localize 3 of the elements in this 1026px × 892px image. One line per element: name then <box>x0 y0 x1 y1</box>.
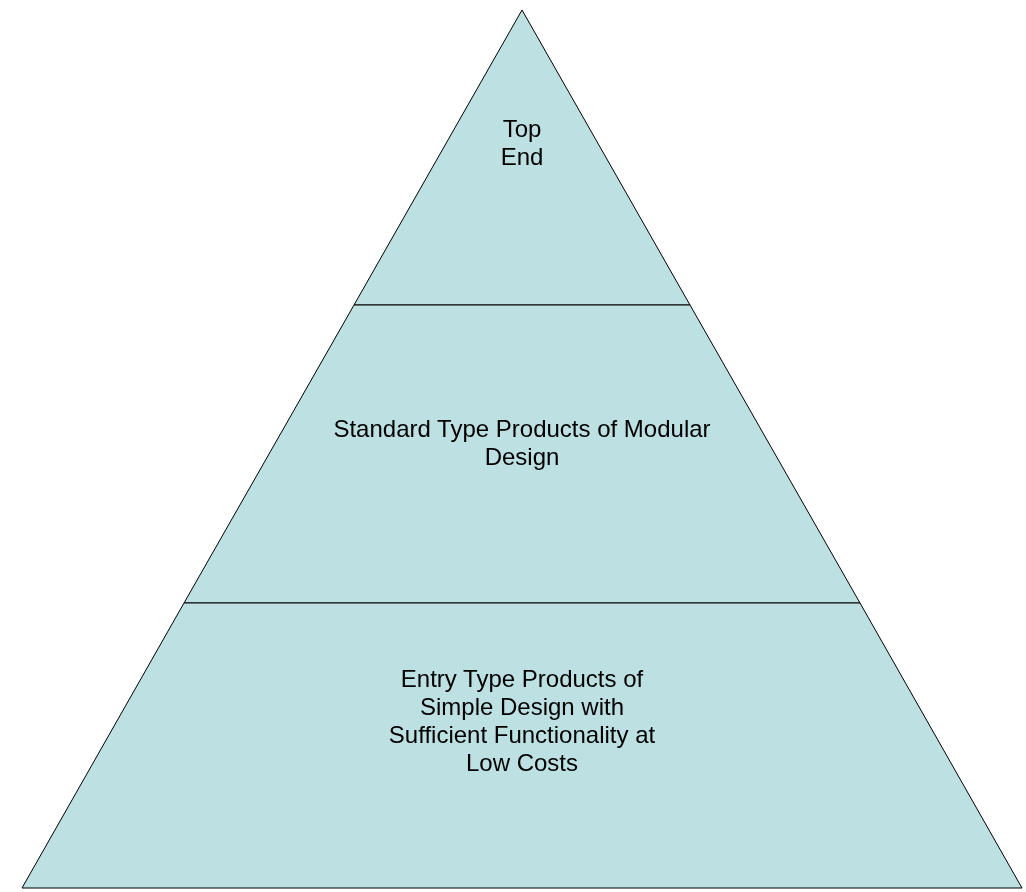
tier-label: Standard Type Products of Modular Design <box>332 415 712 471</box>
tier-label: Top End <box>499 115 545 171</box>
tier-label: Entry Type Products of Simple Design with Sufficient Functionality at Low Costs <box>387 665 657 777</box>
